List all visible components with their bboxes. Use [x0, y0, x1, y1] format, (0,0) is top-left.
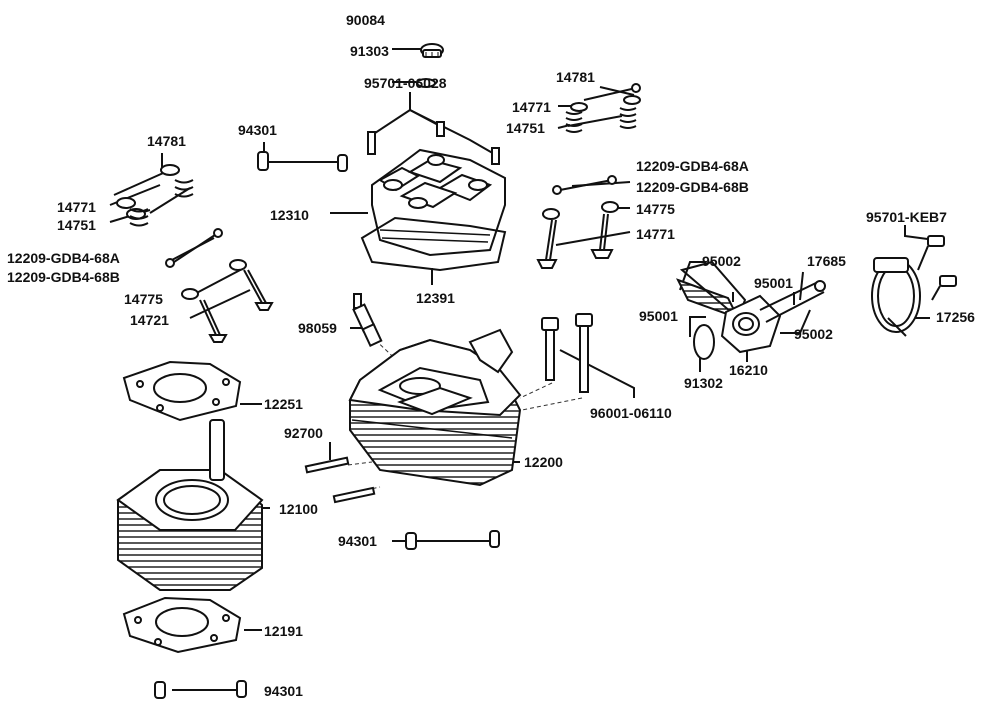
label-12209-gdb4-68a-left: 12209-GDB4-68A: [7, 250, 120, 266]
clamp-17256: [871, 257, 921, 337]
intake-bolts-95701-keb7: [917, 235, 957, 301]
label-94301-bottom: 94301: [264, 683, 303, 699]
label-14771-top: 14771: [512, 99, 551, 115]
label-12391: 12391: [416, 290, 455, 306]
label-12310: 12310: [270, 207, 309, 223]
valve-train-top: [565, 83, 641, 133]
leader-lines: [109, 48, 936, 691]
label-14751-top: 14751: [506, 120, 545, 136]
label-95701-keb7: 95701-KEB7: [866, 209, 947, 225]
cylinder-head-12200: [348, 328, 522, 487]
label-14775-left: 14775: [124, 291, 163, 307]
label-90084: 90084: [346, 12, 385, 28]
label-14775-right: 14775: [636, 201, 675, 217]
gasket-12251: [122, 360, 242, 422]
label-12209-gdb4-68b-left: 12209-GDB4-68B: [7, 269, 120, 285]
pins-94301-mid: [405, 530, 500, 550]
label-94301-mid: 94301: [338, 533, 377, 549]
label-92700: 92700: [284, 425, 323, 441]
gasket-12391: [360, 216, 507, 272]
part-labels: 90084 91303 95701-06028 14781 14771 1475…: [7, 12, 975, 699]
label-12251: 12251: [264, 396, 303, 412]
label-95701-06028: 95701-06028: [364, 75, 447, 91]
label-96001-06110: 96001-06110: [590, 405, 672, 421]
head-cover-12310: [371, 148, 506, 257]
intake-manifold-16210: [720, 280, 826, 354]
label-14751-left: 14751: [57, 217, 96, 233]
label-14781-top: 14781: [556, 69, 595, 85]
o-ring-91303: [416, 78, 436, 88]
bolts-95701-06028: [367, 121, 500, 165]
studs-92700: [304, 456, 376, 504]
label-91303: 91303: [350, 43, 389, 59]
label-12200: 12200: [524, 454, 563, 470]
valves-right: [536, 175, 619, 269]
cylinder-12100: [116, 419, 264, 591]
o-ring-91302: [693, 324, 715, 360]
valves-left: [165, 228, 274, 343]
label-12209-gdb4-68a-right: 12209-GDB4-68A: [636, 158, 749, 174]
label-16210: 16210: [729, 362, 768, 378]
cap-90084: [420, 43, 444, 58]
label-94301-top: 94301: [238, 122, 277, 138]
label-12191: 12191: [264, 623, 303, 639]
label-12209-gdb4-68b-right: 12209-GDB4-68B: [636, 179, 749, 195]
pins-94301-bottom: [154, 680, 247, 699]
valve-train-left: [113, 164, 194, 227]
label-17256: 17256: [936, 309, 975, 325]
pins-94301-top: [257, 151, 348, 172]
label-95002-right: 95002: [794, 326, 833, 342]
label-95001-left: 95001: [639, 308, 678, 324]
label-14781-left: 14781: [147, 133, 186, 149]
label-91302: 91302: [684, 375, 723, 391]
label-98059: 98059: [298, 320, 337, 336]
label-14721: 14721: [130, 312, 169, 328]
spark-plug-98059: [352, 293, 383, 348]
label-95001-right: 95001: [754, 275, 793, 291]
label-14771-left: 14771: [57, 199, 96, 215]
head-bolts-96001-06110: [541, 313, 593, 393]
label-17685: 17685: [807, 253, 846, 269]
gasket-12191: [122, 596, 242, 654]
label-14771-right: 14771: [636, 226, 675, 242]
label-95002-top: 95002: [702, 253, 741, 269]
label-12100: 12100: [279, 501, 318, 517]
